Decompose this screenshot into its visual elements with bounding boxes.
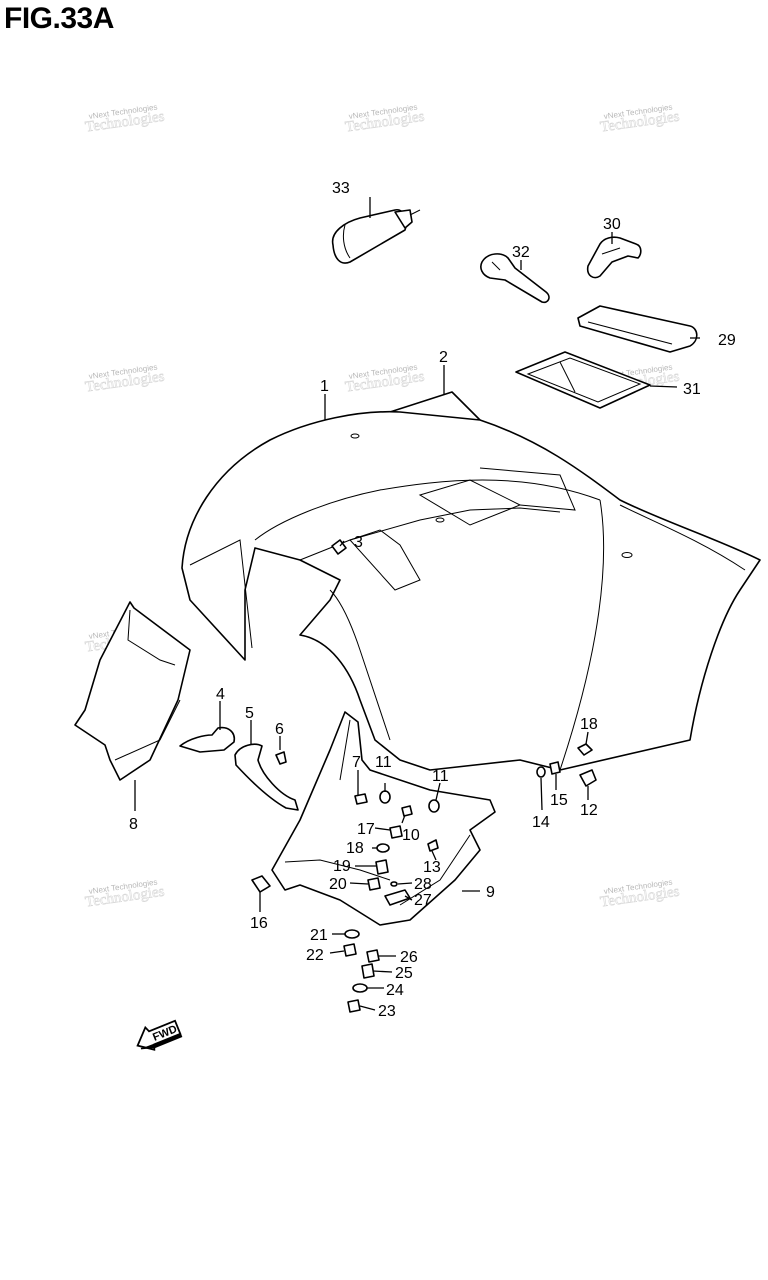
part-31-bracket [586, 236, 642, 279]
callout-5: 5 [245, 705, 254, 722]
part-24-bolt [347, 999, 361, 1013]
part-28-bracket [384, 889, 411, 906]
part-29-clip [390, 881, 398, 887]
part-23-nut [343, 943, 357, 957]
callout-12: 12 [580, 802, 598, 819]
callout-17: 16 [250, 915, 268, 932]
callout-21: 20 [329, 876, 347, 893]
part-27-nut [366, 949, 380, 963]
callout-25: 24 [386, 982, 404, 999]
part-30-pad [577, 305, 698, 353]
part-13-nut [577, 743, 593, 756]
callout-23: 22 [306, 947, 324, 964]
part-25-washer [352, 983, 368, 993]
part-11-washer [379, 790, 391, 804]
callout-34: 33 [332, 180, 350, 197]
part-5-stay [234, 743, 299, 811]
callout-33: 32 [512, 244, 530, 261]
part-8-guard [74, 601, 191, 781]
part-21-nut [367, 877, 381, 891]
fasteners [251, 539, 597, 1013]
figure-title: FIG.33A [4, 2, 114, 35]
part-32-sheet [515, 351, 651, 409]
callout-26: 25 [395, 965, 413, 982]
callout-31: 30 [603, 216, 621, 233]
callout-16: 15 [550, 792, 568, 809]
callout-13: 18 [580, 716, 598, 733]
part-22-washer [344, 929, 360, 939]
part-14-bolt [427, 839, 439, 852]
part-11-washer-b [428, 799, 440, 813]
part-6-bolt [275, 740, 287, 765]
callout-3: 3 [354, 534, 363, 551]
callout-11-b: 11 [432, 768, 449, 785]
part-12-nut [579, 769, 597, 787]
part-17-collar [251, 875, 271, 893]
part-1-rear-fender [181, 410, 761, 771]
callout-28: 27 [414, 892, 432, 909]
fwd-arrow-icon: FWD [136, 1019, 183, 1051]
part-15-washer [536, 766, 546, 778]
callout-2: 2 [439, 349, 448, 366]
callout-20: 19 [333, 858, 351, 875]
callout-9: 9 [486, 884, 495, 901]
part-4-bracket [179, 726, 236, 753]
callout-29: 28 [414, 876, 432, 893]
callout-6: 6 [275, 721, 284, 738]
part-9-inner-guard [271, 711, 496, 926]
callout-30: 29 [718, 332, 736, 349]
part-33-spanner [480, 253, 550, 304]
callout-14: 13 [423, 859, 441, 876]
callout-27: 26 [400, 949, 418, 966]
callout-7: 7 [352, 754, 361, 771]
callout-24: 23 [378, 1003, 396, 1020]
callout-8: 8 [129, 816, 138, 833]
part-34-tool [331, 209, 421, 264]
part-26-collar [361, 963, 375, 979]
part-19-washer [376, 843, 390, 853]
part-18-bolt [389, 825, 403, 839]
callout-19: 18 [346, 840, 364, 857]
part-10-bolt [401, 805, 413, 817]
callout-18: 17 [357, 821, 375, 838]
callout-22: 21 [310, 927, 328, 944]
callout-11: 11 [375, 754, 392, 771]
part-20-collar [375, 859, 389, 875]
callout-1: 1 [320, 378, 329, 395]
part-16-nut [549, 761, 561, 775]
callout-labels: 33 32 30 29 31 2 1 3 4 5 6 18 7 11 11 15… [129, 180, 736, 1020]
callout-32: 31 [683, 381, 701, 398]
leader-lines [134, 197, 700, 1011]
part-7-bolt [354, 793, 368, 805]
callout-15: 14 [532, 814, 550, 831]
callout-10: 10 [402, 827, 420, 844]
callout-4: 4 [216, 686, 225, 703]
